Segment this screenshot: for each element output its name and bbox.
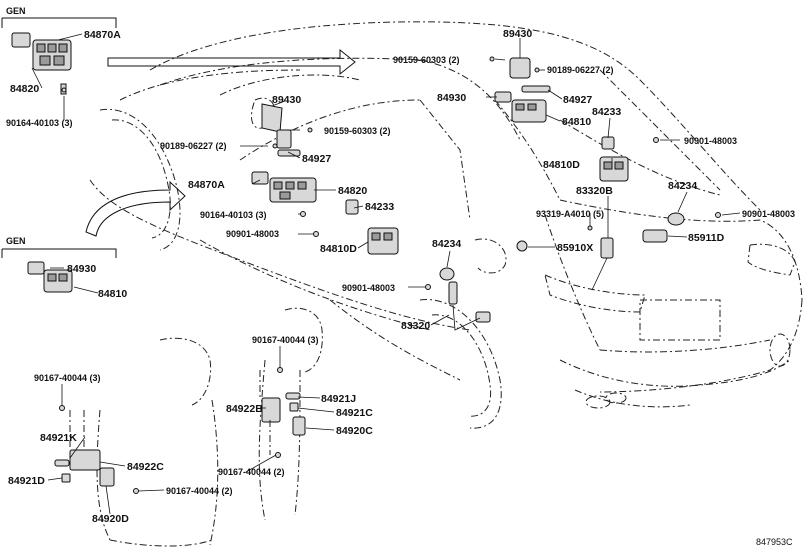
label-90167-40044-3-left: 90167-40044 (3) [34,373,101,383]
label-84870a: 84870A [188,179,225,191]
label-90159-60303-left: 90159-60303 (2) [324,126,391,136]
label-84233-right: 84233 [592,106,621,118]
label-84922b: 84922B [226,403,263,415]
label-84234-right: 84234 [668,180,697,192]
label-84930-gen: 84930 [67,263,96,275]
label-84810-gen: 84810 [98,288,127,300]
label-85910x: 85910X [557,242,593,254]
label-90164-40103-gen: 90164-40103 (3) [6,118,73,128]
label-84927-left: 84927 [302,153,331,165]
label-83320: 83320 [401,320,430,332]
part-labels: 84870A 84820 90164-40103 (3) 89430 90159… [6,28,795,547]
label-84921d: 84921D [8,475,45,487]
label-84927-right: 84927 [563,94,592,106]
label-84921k: 84921K [40,432,77,444]
label-84920c: 84920C [336,425,373,437]
gen-title-mid: GEN [6,236,26,246]
gen-group-top: GEN [1,6,117,28]
label-84921j: 84921J [321,393,356,405]
label-90167-40044-3-right: 90167-40044 (3) [252,335,319,345]
label-84930: 84930 [437,92,466,104]
label-90189-06227-right: 90189-06227 (2) [547,65,614,75]
label-90189-06227-left: 90189-06227 (2) [160,141,227,151]
label-90901-48003-trunk: 90901-48003 [742,209,795,219]
label-85911d: 85911D [688,232,725,244]
pointer-arrows [85,48,356,237]
label-84810d-left: 84810D [320,243,357,255]
part-shapes [11,32,685,547]
label-90159-60303-right: 90159-60303 (2) [393,55,460,65]
label-84921c: 84921C [336,407,373,419]
gen-group-mid: GEN [1,236,117,258]
label-90901-48003-left: 90901-48003 [226,229,279,239]
label-93319-a4010: 93319-A4010 (5) [536,209,604,219]
label-84920d: 84920D [92,513,129,525]
leader-lines [31,33,741,515]
car-outline [89,21,803,429]
label-83320b: 83320B [576,185,613,197]
label-90901-48003-fuel: 90901-48003 [342,283,395,293]
label-84234-left: 84234 [432,238,461,250]
label-90167-40044-2-right: 90167-40044 (2) [218,467,285,477]
fasteners [59,56,721,494]
label-89430-left: 89430 [272,94,301,106]
label-84810: 84810 [562,116,591,128]
label-84233-left: 84233 [365,201,394,213]
label-84820-gen: 84820 [10,83,39,95]
gen-title-top: GEN [6,6,26,16]
label-84810d-right: 84810D [543,159,580,171]
label-90164-40103: 90164-40103 (3) [200,210,267,220]
label-84870a-gen: 84870A [84,29,121,41]
label-89430-right: 89430 [503,28,532,40]
label-84820: 84820 [338,185,367,197]
label-90167-40044-2-left: 90167-40044 (2) [166,486,233,496]
diagram-reference-code: 847953C [756,537,793,547]
label-90901-48003-right: 90901-48003 [684,136,737,146]
label-84922c: 84922C [127,461,164,473]
